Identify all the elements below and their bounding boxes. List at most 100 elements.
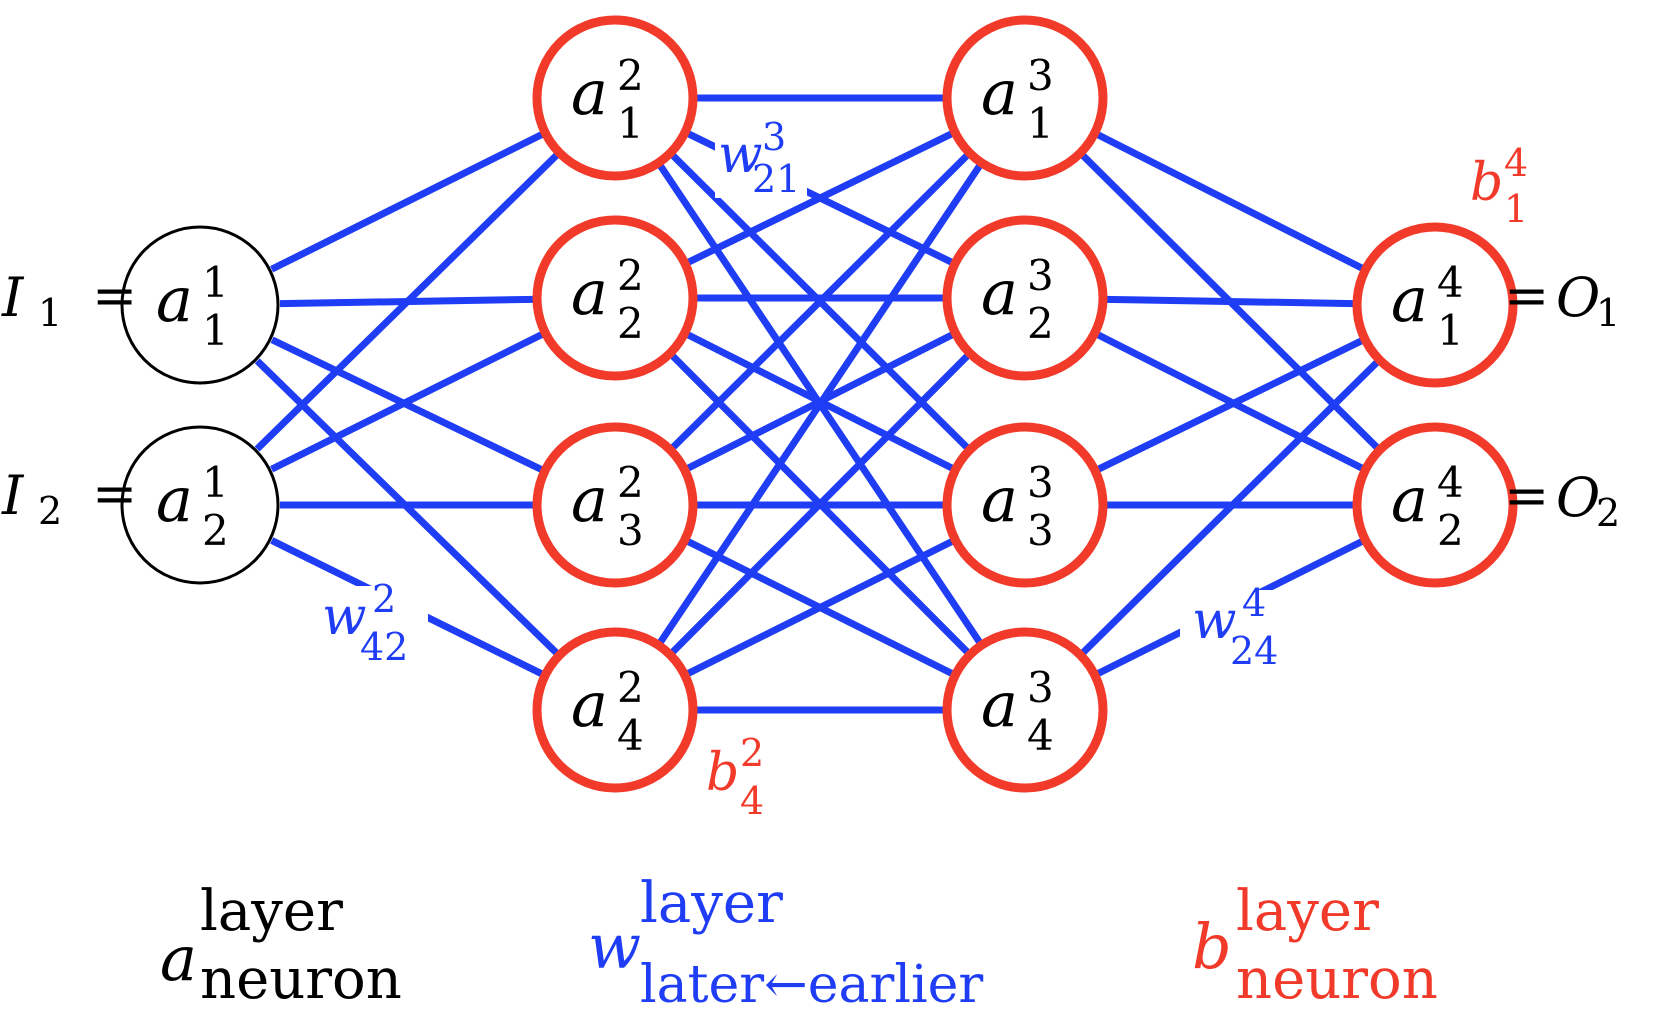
weight-label-masks xyxy=(318,118,1290,676)
weight-symbol: w xyxy=(718,125,763,185)
activation-subscript: 2 xyxy=(617,299,644,348)
activation-symbol: a xyxy=(981,56,1018,129)
activation-symbol: a xyxy=(571,256,608,329)
equals-sign: = xyxy=(92,462,137,525)
activation-symbol: a xyxy=(981,256,1018,329)
neuron-circle-l2-n2 xyxy=(532,215,698,381)
activation-subscript: 1 xyxy=(1437,306,1464,355)
weight-edge-l2-from1-to1 xyxy=(270,131,544,273)
weight-connections xyxy=(254,94,1380,714)
equals-sign: = xyxy=(1504,264,1549,327)
activation-superscript: 2 xyxy=(617,458,644,507)
neuron-circle-l4-n1 xyxy=(1352,222,1518,388)
legend-superscript: layer xyxy=(200,879,343,944)
activation-subscript: 1 xyxy=(202,306,229,355)
neuron-circle-l3-n2 xyxy=(942,215,1108,381)
neuron-circle-l2-n4 xyxy=(532,627,698,793)
neuron-circle-l1-n2 xyxy=(120,425,280,585)
output-label-2: = O 2 xyxy=(1504,464,1620,535)
weight-superscript: 2 xyxy=(372,577,396,621)
neuron-circle-l4-n2 xyxy=(1352,422,1518,588)
legend-superscript: layer xyxy=(640,871,783,936)
activation-symbol: a xyxy=(571,463,608,536)
weight-label-w24-4: w 4 24 xyxy=(1192,581,1278,673)
input-symbol: I xyxy=(1,266,25,329)
activation-subscript: 2 xyxy=(1027,299,1054,348)
weight-symbol: w xyxy=(1192,591,1237,651)
output-label-1: = O 1 xyxy=(1504,264,1620,335)
weight-edge-l3-from2-to1 xyxy=(685,130,953,267)
weight-superscript: 3 xyxy=(762,115,786,159)
weight-edge-l3-from4-to3 xyxy=(684,538,954,678)
activation-superscript: 4 xyxy=(1437,258,1464,307)
activation-symbol: a xyxy=(981,668,1018,741)
weight-edge-l2-from2-to1 xyxy=(254,152,559,452)
bias-label-b1-4: b 4 1 xyxy=(1470,141,1528,231)
activation-subscript: 1 xyxy=(617,99,644,148)
activation-symbol: a xyxy=(981,463,1018,536)
weight-edge-l3-from4-to1 xyxy=(656,164,983,646)
activation-subscript: 4 xyxy=(617,711,644,760)
activation-symbol: a xyxy=(1391,263,1428,336)
neuron-circle-l1-n1 xyxy=(120,225,280,385)
activation-superscript: 3 xyxy=(1027,458,1054,507)
input-symbol: I xyxy=(1,464,25,527)
weight-edge-l4-from2-to1 xyxy=(1104,295,1354,308)
activation-subscript: 3 xyxy=(617,506,644,555)
input-label-2: I 2 = xyxy=(1,462,137,533)
weight-edge-l4-from4-to1 xyxy=(1079,360,1380,657)
equals-sign: = xyxy=(92,264,137,327)
activation-symbol: a xyxy=(156,263,193,336)
bias-subscript: 1 xyxy=(1504,187,1528,231)
legend-subscript: neuron xyxy=(200,947,402,1012)
weight-symbol: w xyxy=(322,587,367,647)
bias-superscript: 4 xyxy=(1504,141,1528,185)
neurons xyxy=(120,15,1518,793)
weight-superscript: 4 xyxy=(1242,581,1266,625)
activation-symbol: a xyxy=(156,463,193,536)
activation-subscript: 4 xyxy=(1027,711,1054,760)
weight-subscript: 21 xyxy=(752,157,800,201)
weight-edge-l4-from3-to1 xyxy=(1095,337,1363,474)
weight-edge-l3-from4-to2 xyxy=(668,353,970,656)
neuron-circle-l3-n3 xyxy=(942,422,1108,588)
bias-symbol: b xyxy=(1470,153,1503,213)
activation-superscript: 2 xyxy=(617,663,644,712)
activation-subscript: 2 xyxy=(1437,506,1464,555)
equals-sign: = xyxy=(1504,464,1549,527)
legend-superscript: layer xyxy=(1236,879,1379,944)
activation-superscript: 3 xyxy=(1027,51,1054,100)
output-subscript: 1 xyxy=(1596,291,1620,335)
weight-label-w21-3: w 3 21 xyxy=(718,115,800,201)
legend-activation: a layer neuron xyxy=(160,879,402,1012)
neuron-circle-l3-n1 xyxy=(942,15,1108,181)
bias-label-b4-2: b 2 4 xyxy=(706,731,764,823)
weight-edge-l2-from2-to2 xyxy=(270,331,544,473)
activation-superscript: 3 xyxy=(1027,663,1054,712)
weight-label-w42-2: w 2 42 xyxy=(322,577,408,669)
activation-subscript: 2 xyxy=(202,506,229,555)
activation-superscript: 1 xyxy=(202,258,229,307)
weight-subscript: 24 xyxy=(1230,629,1278,673)
legend-subscript: later←earlier xyxy=(640,955,983,1014)
input-label-1: I 1 = xyxy=(1,264,137,335)
activation-superscript: 2 xyxy=(617,51,644,100)
activation-symbol: a xyxy=(1391,463,1428,536)
legend-symbol: w xyxy=(588,910,641,983)
weight-edge-l3-from3-to1 xyxy=(669,153,970,452)
weight-edge-l4-from2-to2 xyxy=(1094,330,1364,472)
activation-superscript: 2 xyxy=(617,251,644,300)
activation-superscript: 1 xyxy=(202,458,229,507)
